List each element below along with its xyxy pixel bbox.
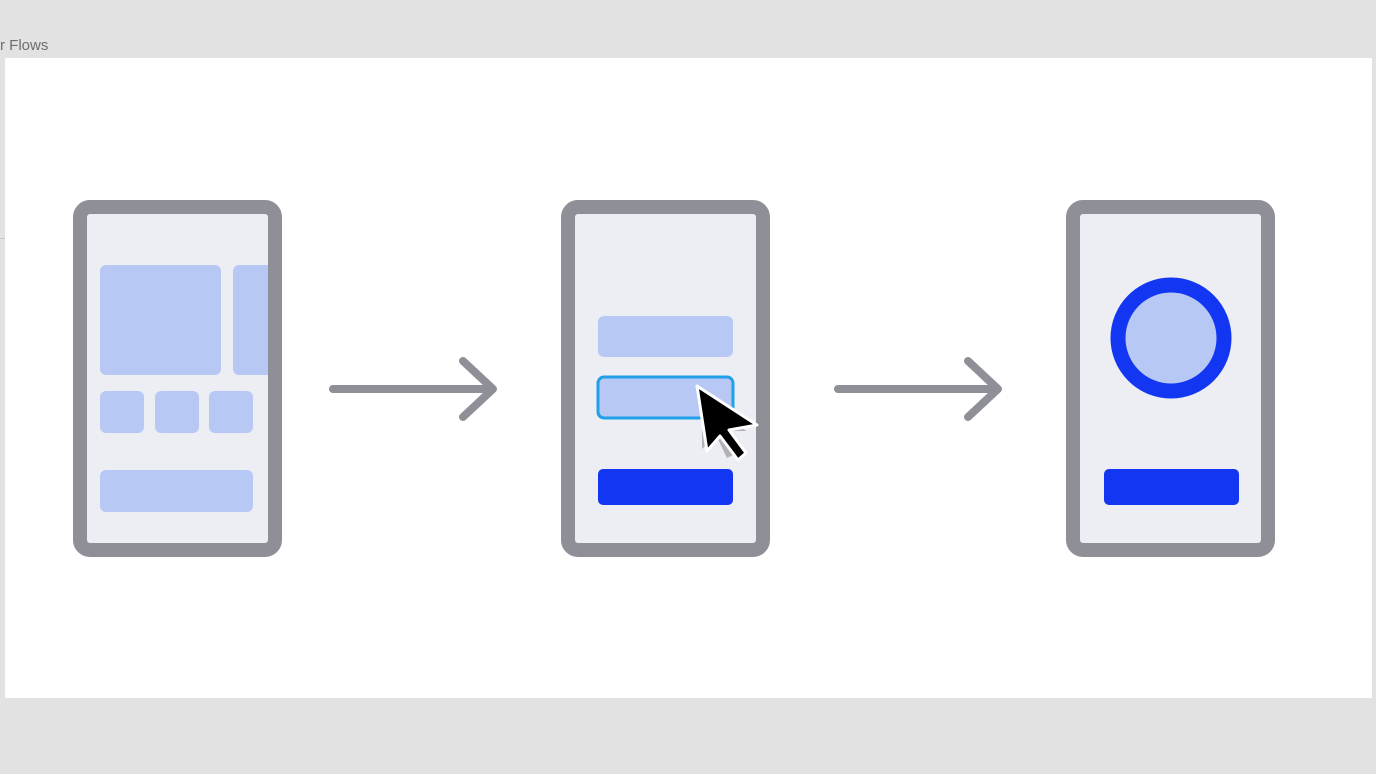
circle-icon — [1110, 277, 1232, 399]
phone-screen-browse — [73, 200, 282, 557]
arrow-right-icon — [329, 357, 497, 421]
mouse-pointer-icon — [695, 384, 759, 462]
content-card-partial — [233, 265, 268, 375]
arrow-right-icon — [834, 357, 1002, 421]
phone-screen-success — [1066, 200, 1275, 557]
content-card-large — [100, 265, 221, 375]
canvas-edge-divider — [0, 238, 5, 239]
continue-button — [1104, 469, 1239, 505]
phone-screen-form — [561, 200, 770, 557]
content-tile — [209, 391, 253, 433]
content-tile — [100, 391, 144, 433]
submit-button — [598, 469, 733, 505]
input-field — [598, 316, 733, 357]
content-tile — [155, 391, 199, 433]
frame-label[interactable]: r Flows — [0, 37, 49, 54]
content-banner — [100, 470, 253, 512]
